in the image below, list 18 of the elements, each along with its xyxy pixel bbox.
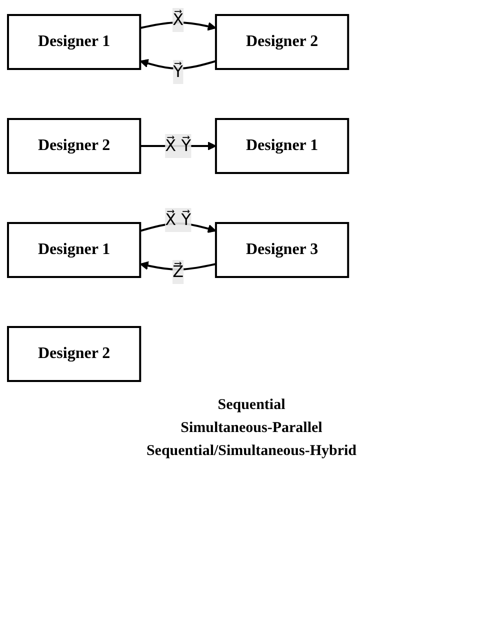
diagram-caption: Simultaneous-Parallel — [180, 420, 322, 437]
edge-label: Z⃗ — [172, 262, 184, 281]
edge-label: Y⃗ — [173, 62, 183, 81]
node-box: Designer 1 — [7, 222, 142, 278]
node-box: Designer 2 — [7, 326, 142, 382]
arrow — [140, 261, 216, 270]
arrow — [140, 22, 216, 31]
node-box: Designer 2 — [214, 14, 350, 70]
node-box: Designer 1 — [7, 14, 142, 70]
arrow — [140, 59, 216, 70]
diagram-caption: Sequential/Simultaneous-Hybrid — [146, 443, 357, 460]
node-box: Designer 3 — [214, 222, 350, 278]
node-box: Designer 2 — [7, 118, 142, 174]
edge-label: X⃗ Y⃗ — [165, 136, 191, 155]
edge-label: X⃗ — [172, 10, 184, 29]
edge-label: X⃗ Y⃗ — [165, 210, 191, 229]
diagram-caption: Sequential — [218, 397, 286, 414]
node-box: Designer 1 — [214, 118, 350, 174]
